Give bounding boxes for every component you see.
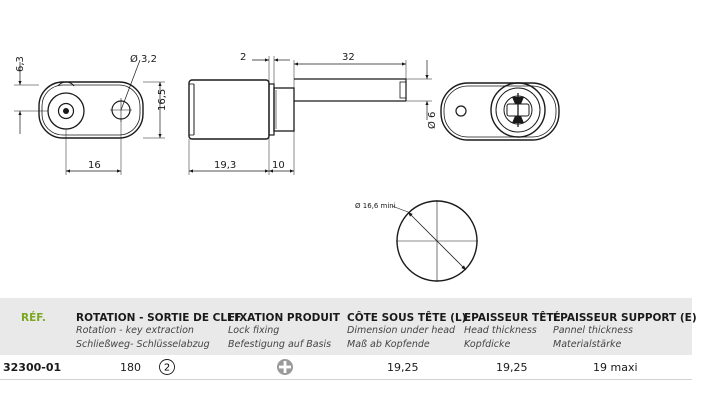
rotation-badge: 2 (159, 359, 175, 375)
column-sub-en: Lock fixing (228, 325, 280, 336)
cross-screw-icon (277, 359, 293, 375)
column-sub-de: Schließweg- Schlüsselabzug (76, 339, 210, 350)
ref-value: 32300-01 (3, 361, 62, 374)
panel-cutout (391, 200, 478, 282)
rotation-badge-number: 2 (164, 363, 170, 374)
dim-2: 2 (240, 52, 246, 63)
table-header: RÉF. ROTATION - SORTIE DE CLEF Rotation … (0, 298, 697, 355)
rotation-value: 180 (120, 361, 141, 374)
front-view (14, 59, 165, 175)
column-sub-en: Pannel thickness (553, 325, 633, 336)
dim-10: 10 (272, 160, 285, 171)
column-sub-de: Materialstärke (553, 339, 622, 350)
ref-header: RÉF. (21, 312, 46, 324)
dim-diameter-6: Ø 6 (426, 112, 438, 129)
rear-view (440, 82, 560, 141)
column-sub-en: Rotation - key extraction (76, 325, 194, 336)
side-view (188, 56, 432, 175)
column-sub-en: Head thickness (464, 325, 537, 336)
dim-6-3: 6,3 (15, 56, 26, 72)
column-title: CÔTE SOUS TÊTE (L) (347, 312, 467, 324)
column-title: FIXATION PRODUIT (228, 312, 340, 324)
column-sub-de: Kopfdicke (464, 339, 511, 350)
table-row: 32300-01 180 2 19,25 19,25 19 maxi (0, 355, 692, 380)
column-sub-de: Befestigung auf Basis (228, 339, 332, 350)
head-thickness-value: 19,25 (496, 361, 528, 374)
column-sub-en: Dimension under head (347, 325, 456, 336)
panel-thickness-value: 19 maxi (593, 361, 638, 374)
dim-32: 32 (342, 52, 355, 63)
dim-19-3: 19,3 (214, 160, 236, 171)
column-title: ROTATION - SORTIE DE CLEF (76, 312, 242, 324)
dim-diameter-16-6-mini: Ø 16,6 mini (355, 202, 396, 210)
technical-drawing: Ø 3,2 6,3 16,5 16 2 32 (14, 52, 560, 282)
column-title: EPAISSEUR TÊTE (464, 312, 561, 324)
dimension-under-head-value: 19,25 (387, 361, 419, 374)
dim-16-5: 16,5 (157, 89, 168, 111)
column-title: ÉPAISSEUR SUPPORT (E) (553, 312, 697, 324)
dim-diameter-3-2: Ø 3,2 (130, 53, 157, 65)
column-sub-de: Maß ab Kopfende (347, 339, 430, 350)
dim-16: 16 (88, 160, 101, 171)
